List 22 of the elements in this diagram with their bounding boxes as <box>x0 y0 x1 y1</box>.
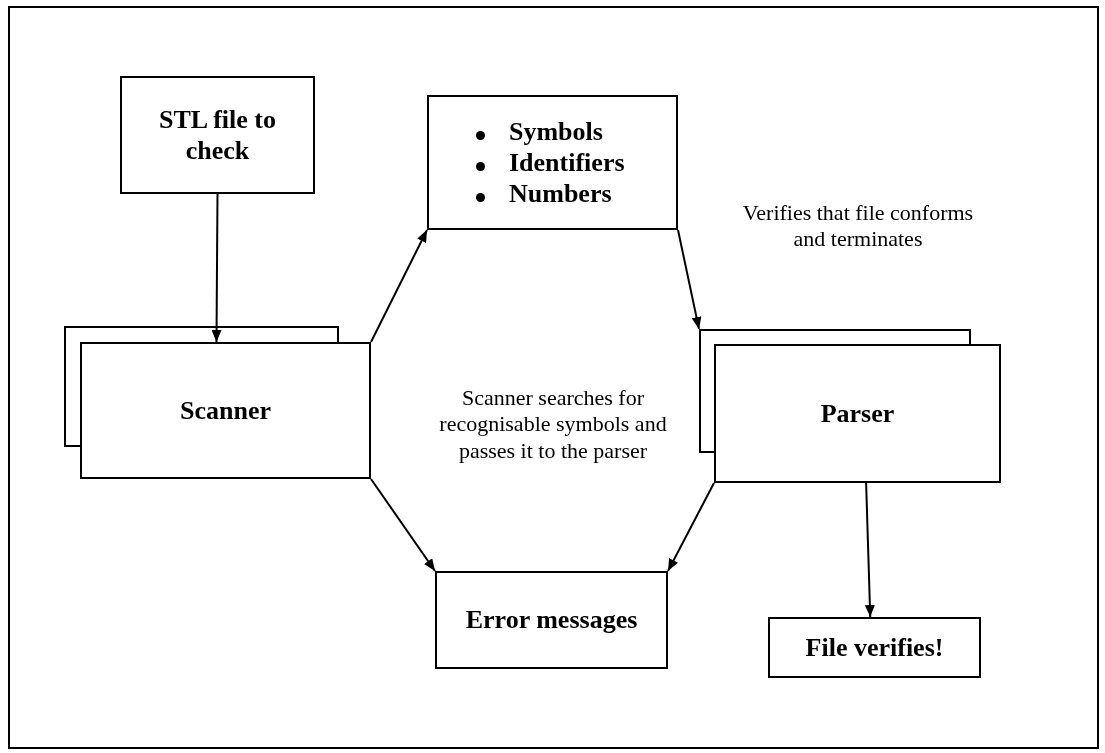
box-label: Parser <box>820 397 895 430</box>
list-item: Symbols <box>509 116 603 146</box>
box-label: Scanner <box>180 394 271 427</box>
note-text: Verifies that file conforms and terminates <box>741 200 975 253</box>
process-box <box>120 76 315 194</box>
arrow <box>370 478 436 572</box>
list-item: Numbers <box>509 179 612 209</box>
box-label: Error messages <box>465 604 638 636</box>
stacked-process-box <box>714 344 1001 483</box>
box-label: STL file to check <box>158 103 277 167</box>
arrow <box>667 482 715 572</box>
arrow <box>211 193 222 343</box>
arrow <box>677 229 702 330</box>
box-label: File verifies! <box>805 631 944 664</box>
stacked-process-box <box>80 342 371 479</box>
process-box <box>768 617 981 678</box>
process-box <box>435 571 668 669</box>
arrow <box>370 229 428 343</box>
list-item: Identifiers <box>509 147 625 177</box>
arrow <box>864 482 875 618</box>
note-text: Scanner searches for recognisable symbols and passes it to the parser <box>438 385 668 465</box>
list-box <box>427 95 678 230</box>
